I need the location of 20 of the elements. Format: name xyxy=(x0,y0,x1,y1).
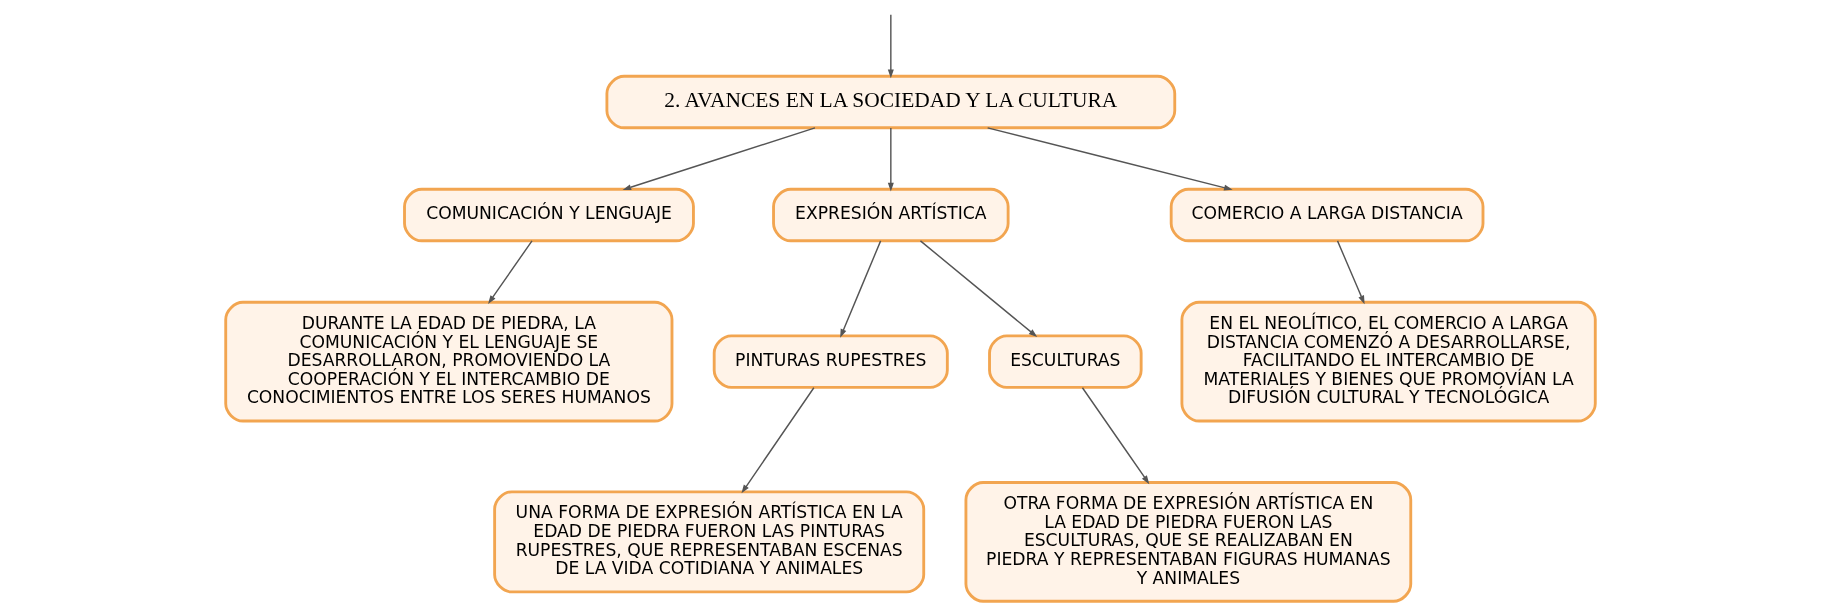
arrow xyxy=(986,127,1233,191)
arrow xyxy=(1081,387,1150,485)
node-box: OTRA FORMA DE EXPRESIÓN ARTÍSTICA EN LA EDAD DE PIEDRA FUERON LAS ESCULTURAS, QUE SE REALIZABAN EN PIEDRA Y REPRESENTABAN FIGURAS HUMANAS Y ANIMALES xyxy=(964,481,1413,603)
node-box: DURANTE LA EDAD DE PIEDRA, LA COMUNICACIÓN Y EL LENGUAJE SE DESARROLLARON, PROMOVIENDO LA COOPERACIÓN Y EL INTERCAMBIO DE CONOCIMIENTOS ENTRE LOS SERES HUMANOS xyxy=(224,300,674,423)
node-box: UNA FORMA DE EXPRESIÓN ARTÍSTICA EN LA EDAD DE PIEDRA FUERON LAS PINTURAS RUPESTRES, QUE REPRESENTABAN ESCENAS DE LA VIDA COTIDIANA Y ANIMALES xyxy=(493,490,926,594)
arrow xyxy=(887,14,894,79)
node-box: EN EL NEOLÍTICO, EL COMERCIO A LARGA DISTANCIA COMENZÓ A DESARROLLARSE, FACILITANDO EL INTERCAMBIO DE MATERIALES Y BIENES QUE PROMOVÍAN LA DIFUSIÓN CULTURAL Y TECNOLÓGICA xyxy=(1180,300,1597,423)
arrow xyxy=(488,240,533,304)
node-box: PINTURAS RUPESTRES xyxy=(712,334,949,389)
arrow xyxy=(840,240,882,338)
node-box: EXPRESIÓN ARTÍSTICA xyxy=(772,187,1010,243)
arrow xyxy=(919,240,1038,338)
arrow xyxy=(1336,240,1365,305)
node-box: 2. AVANCES EN LA SOCIEDAD Y LA CULTURA xyxy=(605,74,1177,130)
node-box: ESCULTURAS xyxy=(988,334,1143,389)
arrow xyxy=(887,127,894,192)
arrow xyxy=(741,387,815,494)
node-box: COMUNICACIÓN Y LENGUAJE xyxy=(403,187,695,243)
node-box: COMERCIO A LARGA DISTANCIA xyxy=(1169,187,1485,243)
arrow xyxy=(622,127,816,191)
